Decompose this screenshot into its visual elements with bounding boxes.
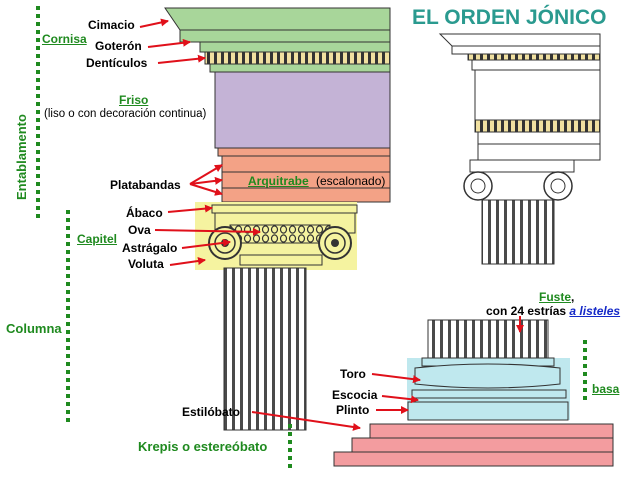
- entablamento-label: Entablamento: [14, 114, 29, 200]
- fuste-comma: ,: [571, 290, 575, 304]
- fuste-heading: Fuste,: [539, 290, 574, 304]
- fuste-left: [223, 267, 307, 431]
- section-brackets: [36, 6, 587, 470]
- fuste-right: [427, 319, 549, 359]
- label-arrows: [139, 18, 524, 431]
- astragalo-label: Astrágalo: [122, 241, 178, 255]
- basa-block: [407, 357, 570, 421]
- platabandas-label: Platabandas: [110, 178, 181, 192]
- denticulos-label: Dentículos: [86, 56, 148, 70]
- listeles-link[interactable]: a listeles: [569, 304, 621, 318]
- estilobato-label: Estilóbato: [182, 405, 241, 419]
- capitel-block: [195, 202, 358, 270]
- friso-label: Friso: [119, 93, 149, 107]
- escocia-label: Escocia: [332, 388, 378, 402]
- cornisa-label: Cornisa: [42, 32, 87, 46]
- cornisa-block: [164, 7, 391, 73]
- basa-label: basa: [592, 382, 620, 396]
- columna-label: Columna: [6, 321, 62, 336]
- goteron-label: Goterón: [95, 39, 142, 53]
- fuste-note: con 24 estrías: [486, 304, 567, 318]
- toro-label: Toro: [340, 367, 366, 381]
- arquitrabe-label: Arquitrabe: [248, 174, 309, 188]
- friso-block: [214, 71, 391, 149]
- capitel-label: Capitel: [77, 232, 118, 246]
- voluta-label: Voluta: [128, 257, 164, 271]
- fuste-note-line: con 24 estrías a listeles: [486, 304, 620, 318]
- arquitrabe-note: (escalonado): [316, 174, 386, 188]
- krepis-block: [333, 423, 614, 467]
- right-column-drawing: [438, 33, 601, 265]
- page-title: EL ORDEN JÓNICO: [412, 6, 607, 29]
- krepis-label: Krepis o estereóbato: [138, 439, 268, 454]
- plinto-label: Plinto: [336, 403, 370, 417]
- cimacio-label: Cimacio: [88, 18, 135, 32]
- friso-note: (liso o con decoración continua): [44, 108, 207, 120]
- abaco-label: Ábaco: [126, 206, 163, 220]
- fuste-label: Fuste: [539, 290, 572, 304]
- ova-label: Ova: [128, 223, 151, 237]
